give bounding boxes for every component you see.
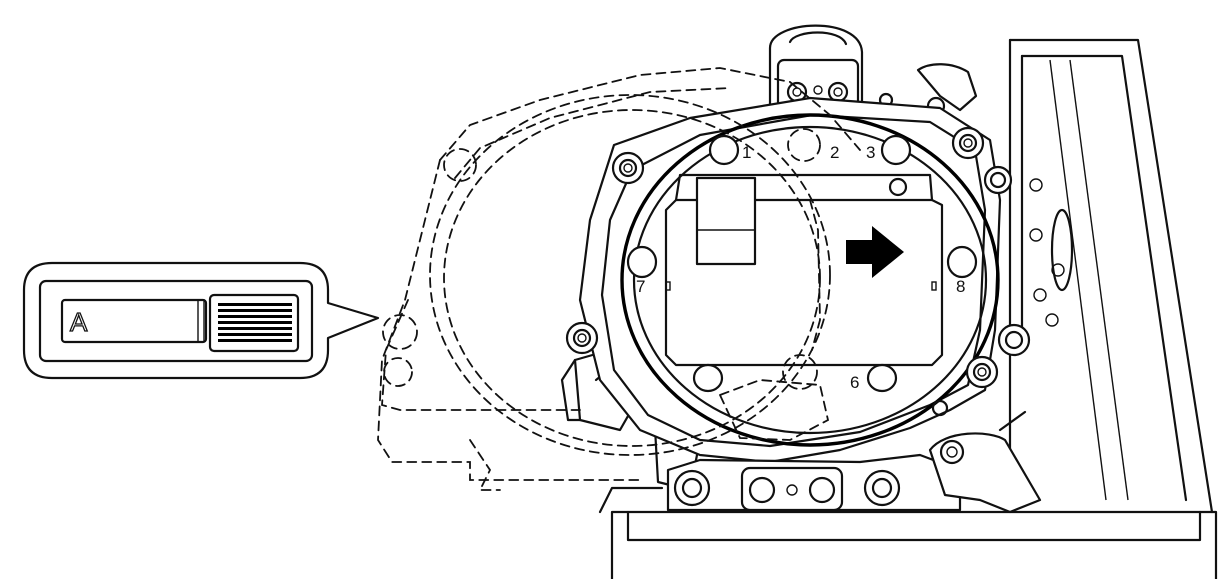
- pin-3-label: 3: [866, 143, 875, 162]
- pin-2: 2: [830, 143, 839, 162]
- screw-top-left: [611, 151, 645, 185]
- screw-bottom-left: [565, 321, 599, 355]
- pin-8-label: 8: [956, 277, 965, 296]
- pin-7: 7: [626, 245, 658, 296]
- pin-6: 6: [850, 363, 898, 393]
- callout-bubble: [22, 261, 380, 380]
- camera-body-frame: [598, 38, 1218, 579]
- dashed-previous-mount: [377, 67, 861, 491]
- pin-1: 1: [708, 134, 751, 166]
- pin-2-label: 2: [830, 143, 839, 162]
- callout-label-letter: A: [70, 307, 88, 337]
- pin-8: 8: [946, 245, 978, 296]
- pin-bottom-left: [692, 363, 724, 393]
- screw-top-right: [951, 126, 985, 160]
- pin-1-label: 1: [742, 143, 751, 162]
- label-strip: A: [60, 293, 300, 353]
- pin-3: 3: [866, 134, 912, 166]
- pin-6-label: 6: [850, 373, 859, 392]
- arrow-right-icon: [846, 226, 904, 278]
- screw-side-right: [997, 323, 1031, 357]
- right-lever: [928, 399, 1042, 514]
- barcode-icon: [218, 303, 292, 342]
- bottom-bracket: [666, 453, 962, 512]
- pin-7-label: 7: [636, 277, 645, 296]
- sensor-opening: [664, 173, 944, 367]
- screw-right: [983, 165, 1013, 195]
- mount-screws: [565, 126, 1031, 389]
- screw-bottom-right: [965, 355, 999, 389]
